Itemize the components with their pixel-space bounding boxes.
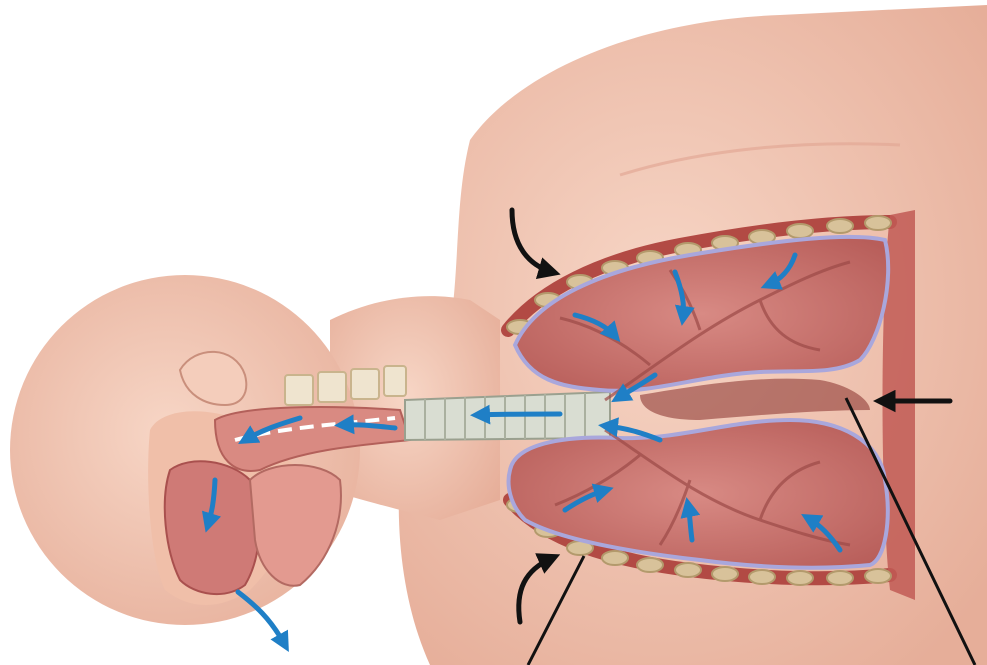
rib-section: [712, 567, 738, 581]
rib-section: [787, 224, 813, 238]
oral-cavity: [165, 461, 259, 594]
airflow-arrow: [478, 414, 560, 415]
rib-section: [865, 216, 891, 230]
rib-section: [675, 563, 701, 577]
rib-section: [787, 571, 813, 585]
vertebra: [384, 366, 406, 396]
rib-section: [637, 558, 663, 572]
rib-section: [602, 551, 628, 565]
rib-section: [827, 571, 853, 585]
vertebra: [351, 369, 379, 399]
vertebra: [285, 375, 313, 405]
rib-section: [865, 569, 891, 583]
rib-section: [827, 219, 853, 233]
rib-section: [749, 570, 775, 584]
vertebra: [318, 372, 346, 402]
